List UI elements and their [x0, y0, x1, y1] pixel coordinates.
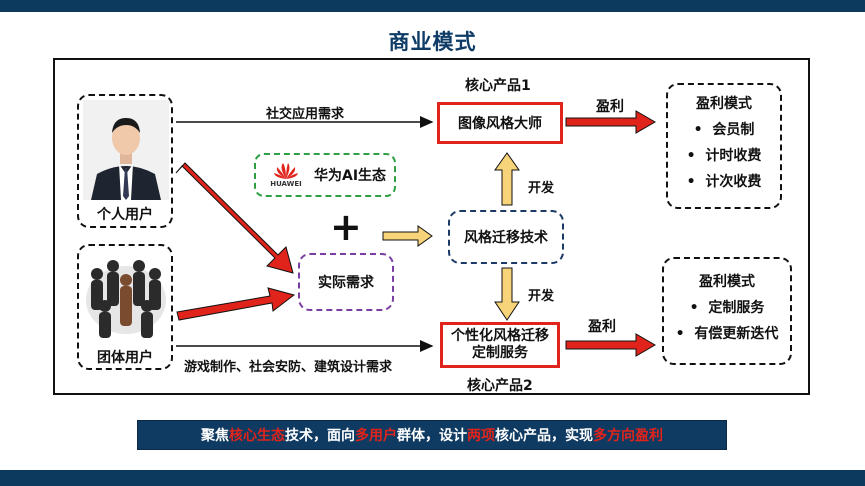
- profit-model-1-item: • 会员制: [693, 122, 755, 138]
- profit-model-2-title: 盈利模式: [699, 274, 755, 290]
- profit-model-1-item: • 计次收费: [686, 174, 762, 190]
- profit-bottom-label: 盈利: [588, 319, 616, 335]
- game-demand-label: 游戏制作、社会安防、建筑设计需求: [184, 360, 393, 375]
- core-product-1-caption: 核心产品1: [465, 78, 531, 94]
- page-title: 商业模式: [388, 30, 477, 54]
- huawei-petal-icon: [274, 163, 298, 179]
- product-image-style-master: 图像风格大师: [437, 102, 563, 144]
- arrow-develop-up: [494, 152, 520, 206]
- huawei-ecosystem-label: 华为AI生态: [314, 168, 387, 184]
- develop-down-label: 开发: [528, 289, 555, 304]
- social-demand-label: 社交应用需求: [266, 107, 345, 122]
- style-transfer-tech-label: 风格迁移技术: [464, 230, 548, 246]
- individual-user-label: 个人用户: [97, 207, 153, 223]
- profit-top-label: 盈利: [596, 99, 624, 115]
- arrow-develop-down: [494, 267, 520, 321]
- product-1-name: 图像风格大师: [458, 116, 542, 132]
- profit-model-1-title: 盈利模式: [696, 96, 752, 112]
- actual-demand-label: 实际需求: [318, 275, 374, 291]
- arrow-individual-demand: [175, 162, 294, 274]
- summary-banner: 聚焦核心生态技术，面向多用户群体，设计两项核心产品，实现多方向盈利: [137, 420, 727, 450]
- banner-highlight-4: 多方向盈利: [593, 428, 663, 444]
- core-product-2-caption: 核心产品2: [467, 378, 533, 394]
- profit-model-2-list: • 定制服务 • 有偿更新迭代: [676, 295, 779, 347]
- profit-model-box-2: 盈利模式 • 定制服务 • 有偿更新迭代: [662, 257, 792, 365]
- huawei-ecosystem-box: HUAWEI 华为AI生态: [254, 153, 396, 197]
- plus-sign: +: [330, 205, 362, 249]
- banner-highlight-2: 多用户: [355, 428, 397, 444]
- individual-user-card: 个人用户: [77, 94, 173, 228]
- banner-text-1: 聚焦: [201, 428, 229, 444]
- profit-model-box-1: 盈利模式 • 会员制 • 计时收费 • 计次收费: [666, 83, 782, 209]
- profit-model-2-item: • 有偿更新迭代: [675, 326, 779, 342]
- profit-model-1-list: • 会员制 • 计时收费 • 计次收费: [687, 117, 762, 195]
- banner-text-3: 群体，设计: [397, 428, 467, 444]
- group-user-label: 团体用户: [97, 350, 153, 366]
- huawei-brand-text: HUAWEI: [270, 180, 302, 188]
- product-custom-style-service: 个性化风格迁移定制服务: [440, 322, 560, 368]
- huawei-logo: HUAWEI: [264, 162, 308, 188]
- banner-text-2: 技术，面向: [285, 428, 355, 444]
- banner-text-4: 核心产品，实现: [495, 428, 593, 444]
- arrow-eco-tech: [382, 225, 433, 247]
- profit-model-2-item: • 定制服务: [689, 300, 765, 316]
- top-bar: [0, 0, 865, 12]
- style-transfer-tech-box: 风格迁移技术: [448, 210, 564, 264]
- product-2-name: 个性化风格迁移定制服务: [451, 328, 549, 361]
- develop-up-label: 开发: [528, 181, 555, 196]
- bottom-bar: [0, 470, 865, 486]
- businessman-photo: [83, 100, 169, 200]
- arrow-profit-top: [565, 110, 656, 134]
- arrow-profit-bottom: [565, 333, 656, 357]
- banner-highlight-1: 核心生态: [229, 428, 285, 444]
- arrow-group-demand: [176, 287, 296, 321]
- diagram-frame: [53, 58, 810, 395]
- group-user-card: 团体用户: [77, 244, 173, 370]
- banner-highlight-3: 两项: [467, 428, 495, 444]
- group-photo: [83, 250, 169, 342]
- profit-model-1-item: • 计时收费: [686, 148, 762, 164]
- actual-demand-box: 实际需求: [298, 253, 394, 311]
